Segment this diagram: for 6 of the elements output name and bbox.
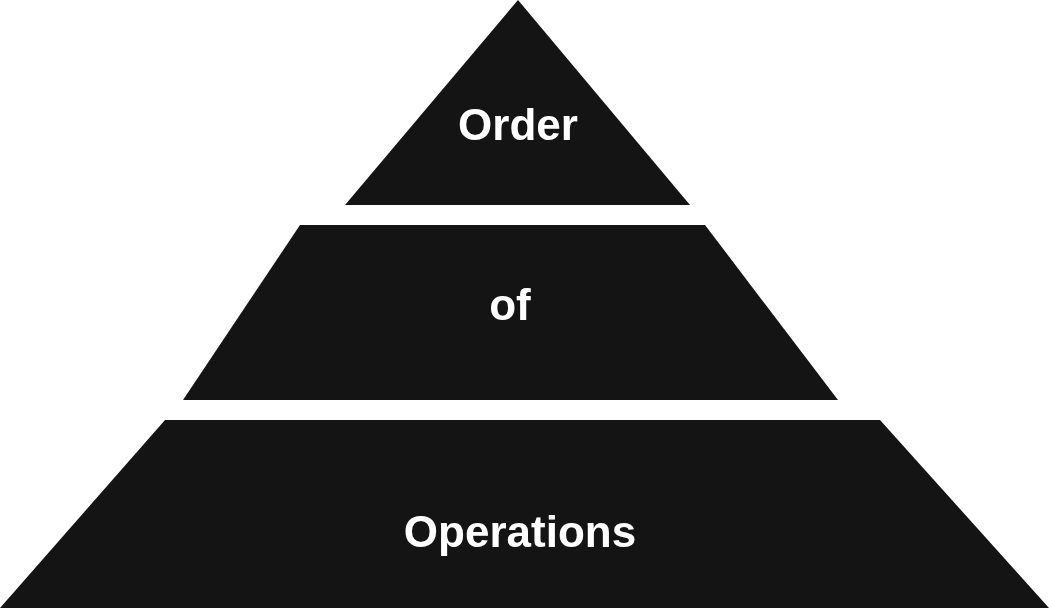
tier-label: Order bbox=[458, 100, 578, 150]
pyramid-tier bbox=[183, 225, 838, 400]
pyramid-tier bbox=[0, 420, 1049, 608]
tier-label: Operations bbox=[403, 507, 637, 557]
tier-label: of bbox=[489, 280, 531, 330]
pyramid-tier bbox=[345, 0, 690, 205]
